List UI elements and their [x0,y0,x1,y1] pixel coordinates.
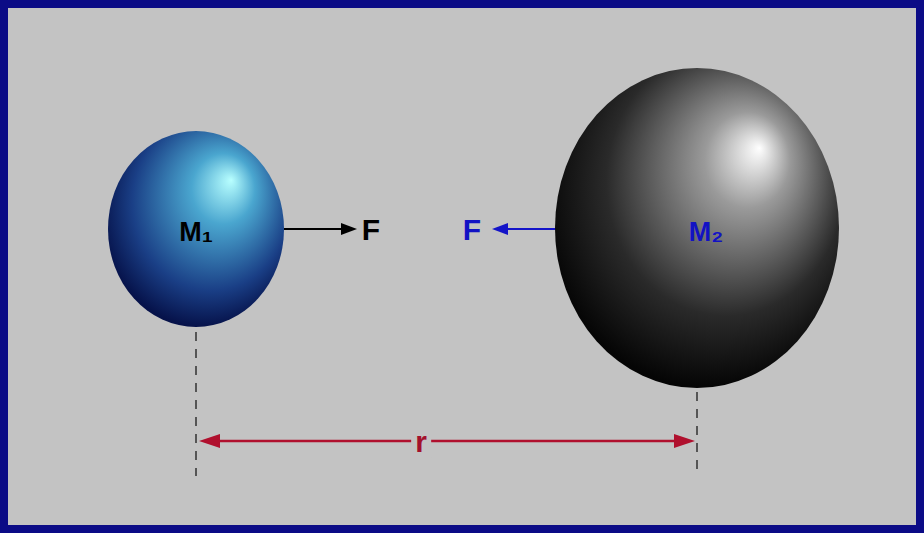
arrow-head [492,223,508,235]
mass-label: M₁ [179,217,213,248]
arrow-head [199,434,220,448]
mass-sphere: M₁ [108,131,284,327]
distance-label: r [411,425,431,458]
arrow-head [674,434,695,448]
sphere-body [555,68,839,388]
mass-sphere: M₂ [555,68,839,388]
center-line [195,332,197,476]
force-arrow [505,228,556,230]
force-arrow [284,228,344,230]
distance-line [212,440,682,443]
force-label: F [459,213,485,246]
center-line [696,392,698,476]
force-label: F [358,213,384,246]
arrow-head [341,223,357,235]
sphere-body [108,131,284,327]
mass-label: M₂ [689,217,724,248]
